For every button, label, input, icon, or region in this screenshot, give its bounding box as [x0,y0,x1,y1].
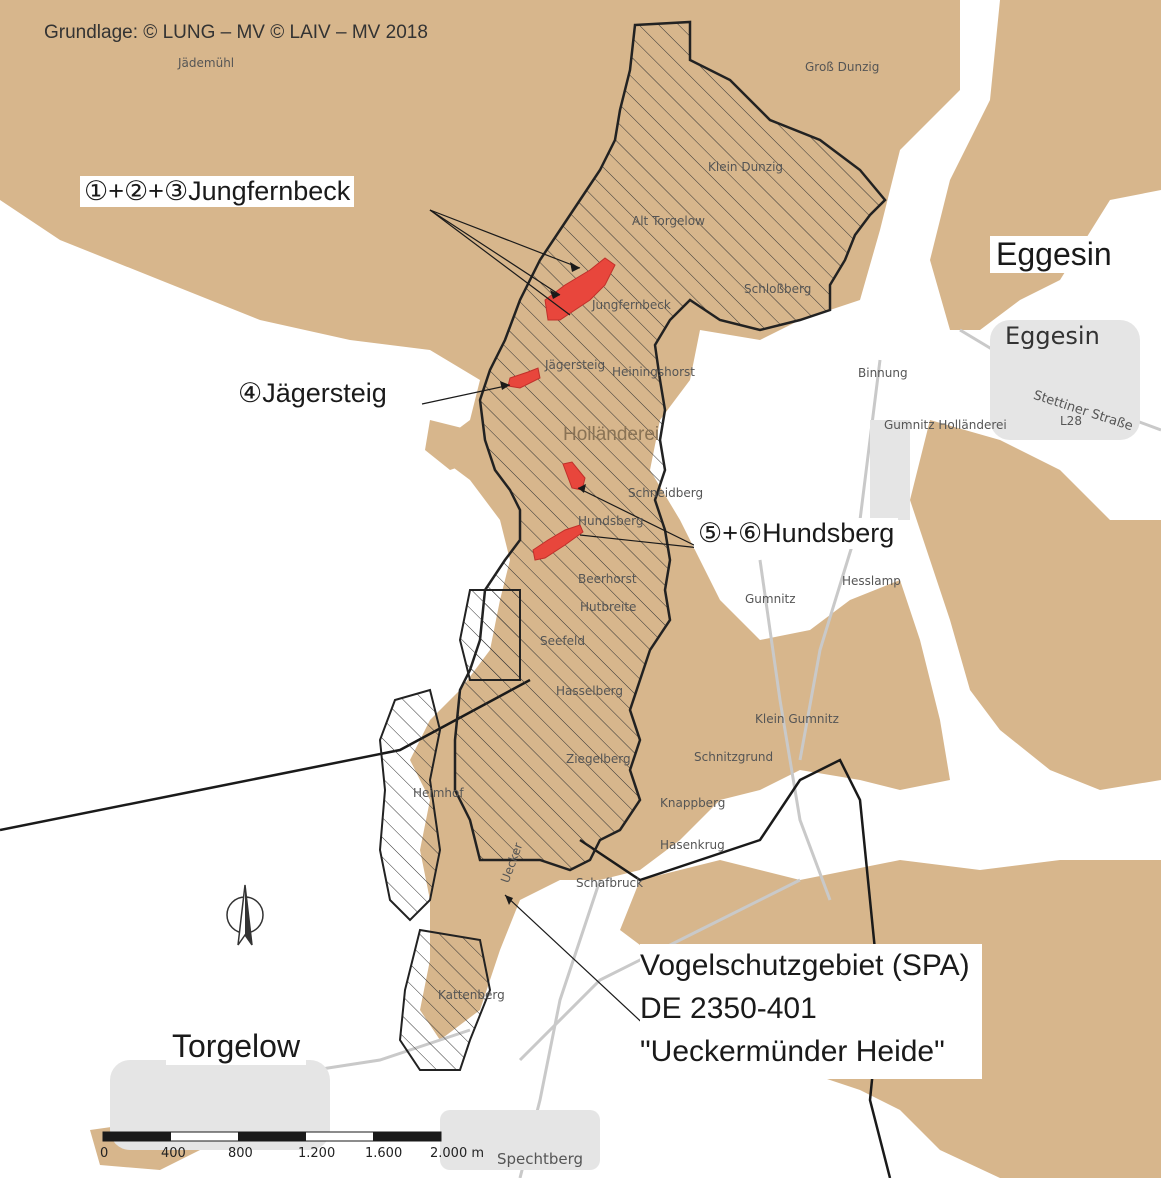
callout-hundsberg: ⑤+⑥Hundsberg [694,518,899,549]
label-hasenkrug: Hasenkrug [660,838,725,852]
label-ziegelberg: Ziegelberg [566,752,631,766]
survey-sites [507,257,616,561]
site-hundsberg-north [562,461,586,491]
site-hundsberg-south [532,524,584,561]
spa-legend-line1: Vogelschutzgebiet (SPA) [640,949,970,982]
scale-tick-1200: 1.200 [298,1146,336,1161]
label-kattenberg: Kattenberg [438,988,505,1002]
label-klein-dunzig: Klein Dunzig [708,160,784,174]
label-schnitzgrund: Schnitzgrund [694,750,774,764]
label-l28: L28 [1060,414,1082,428]
label-seefeld: Seefeld [540,634,585,648]
label-gumnitz-hollaenderei: Gumnitz Holländerei [884,418,1007,432]
label-hollaender: Holländerei [563,424,660,445]
label-schafbruck: Schafbruck [576,876,644,890]
label-hundsberg-small: Hundsberg [578,514,644,528]
label-hasselberg: Hasselberg [556,684,623,698]
label-binnung: Binnung [858,366,908,380]
town-eggesin: Eggesin [990,236,1118,273]
scale-tick-0: 0 [100,1146,109,1161]
label-eggesin-small: Eggesin [1005,322,1100,350]
label-heiningshorst: Heiningshorst [612,365,695,379]
spa-outlier-kattenberg [398,928,492,1071]
scale-bar [102,1131,442,1142]
scale-tick-400: 400 [161,1146,186,1161]
spa-protected-area [453,20,887,872]
label-schlossberg: Schloßberg [744,282,812,296]
label-schneidberg: Schneidberg [628,486,704,500]
callout-jaegersteig: ④Jägersteig [234,378,391,409]
label-alt-torgelow: Alt Torgelow [632,214,705,228]
label-jaegersteig-small: Jägersteig [545,358,606,372]
label-gross-dunzig: Groß Dunzig [805,60,880,74]
label-jaedemuehl: Jädemühl [178,56,235,70]
town-torgelow: Torgelow [166,1028,307,1065]
label-beerhorst: Beerhorst [578,572,637,586]
label-hutbreite: Hutbreite [580,600,637,614]
spa-legend-line2: DE 2350-401 [640,992,817,1025]
spa-legend-line3: "Ueckermünder Heide" [640,1035,945,1068]
label-jungfernbeck: Jungfernbeck [592,298,671,312]
callout-leaders [421,209,701,1031]
settlements [110,320,1140,1170]
scale-tick-800: 800 [228,1146,253,1161]
label-knappberg: Knappberg [660,796,726,810]
label-heimhof: Heimhof [413,786,464,800]
spa-outlier-heimhof [378,688,442,922]
spa-legend: Vogelschutzgebiet (SPA) DE 2350-401 "Uec… [640,944,982,1079]
map-credit: Grundlage: © LUNG – MV © LAIV – MV 2018 [44,22,428,43]
site-jungfernbeck [544,257,616,321]
spa-outlier-west [458,589,521,681]
label-klein-gumnitz: Klein Gumnitz [755,712,839,726]
callout-jungfernbeck: ①+②+③Jungfernbeck [80,176,355,207]
label-hessenkamp: Hesslamp [842,574,901,588]
scale-tick-1600: 1.600 [365,1146,403,1161]
scale-tick-2000: 2.000 m [430,1146,485,1161]
label-spechtberg: Spechtberg [497,1150,584,1168]
label-gumnitz: Gumnitz [745,592,796,606]
north-arrow-icon [226,884,264,946]
callout-arrowheads [500,262,586,905]
